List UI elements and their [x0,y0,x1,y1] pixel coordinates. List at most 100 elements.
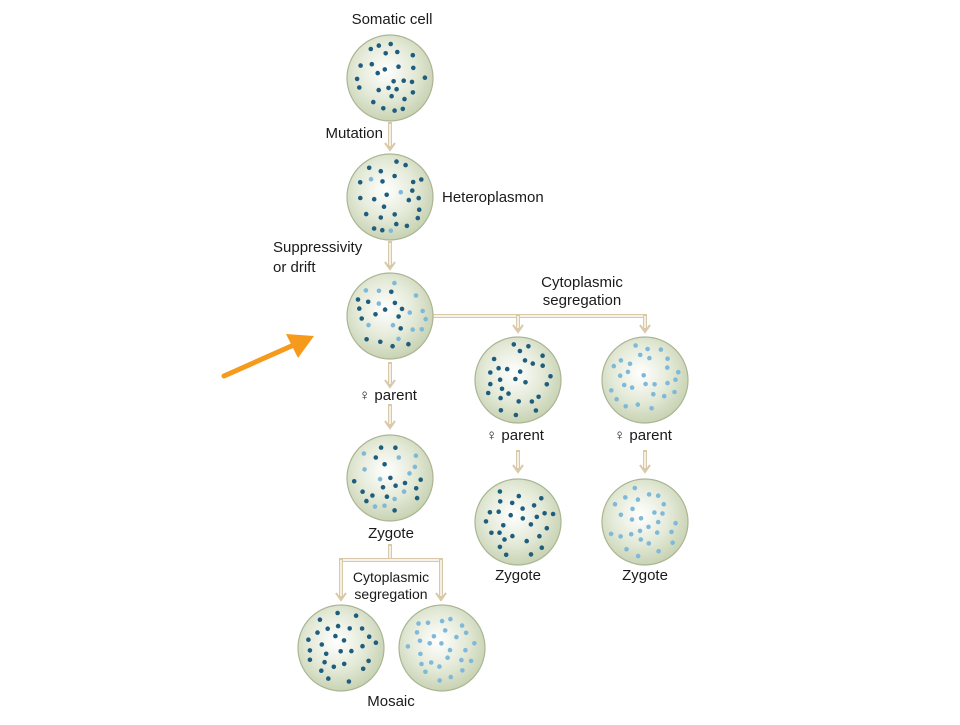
mitochondrion-dot [319,668,324,673]
mitochondrion-dot [418,651,423,657]
mitochondrion-dot [322,659,327,665]
mitochondrion-dot [354,76,360,82]
mitochondrion-dot [497,499,503,504]
mitochondrion-dot [414,495,420,501]
mitochondrion-dot [491,356,497,362]
mitochondrion-dot [384,192,390,198]
mitochondrion-dot [526,344,531,349]
mitochondrion-dot [355,297,361,302]
mitochondrion-dot [503,552,509,558]
mitochondrion-dot [499,386,505,392]
mitochondrion-dot [381,106,386,111]
mitochondrion-dot [418,477,424,483]
mitochondrion-dot [392,300,398,306]
mitochondrion-dot [382,503,387,509]
mitochondrion-dot [635,553,641,559]
mitochondrion-dot [394,221,399,227]
mitochondrion-dot [539,545,545,550]
mitochondrion-dot [419,177,424,182]
mitochondrion-dot [483,519,489,524]
mitochondrion-dot [618,512,624,518]
mitochondrion-dot [419,661,424,667]
mitochondrion-dot [406,197,412,203]
mitochondrion-dot [361,451,367,456]
mitochondrion-dot [506,391,511,396]
mitochondrion-dot [394,86,399,92]
mitochondrion-dot [409,79,415,85]
mitochondrion-dot [672,389,677,395]
label-suppressivity: Suppressivity [273,239,363,256]
drift-cell [346,272,434,360]
mitochondrion-dot [609,388,614,393]
mitochondrion-dot [347,626,353,631]
mitochondrion-dot [399,306,405,312]
mitochondrion-dot [413,486,419,491]
mitochondrion-dot [416,621,421,626]
mitochondrion-dot [485,390,491,396]
mitochondrion-dot [670,540,675,545]
mitochondrion-dot [380,227,385,233]
mitochondrion-dot [624,546,629,552]
mitochondrion-dot [497,377,503,383]
mitochondrion-dot [550,511,556,517]
somatic-cell [346,34,434,122]
mitochondrion-dot [658,347,664,352]
mitochondrion-dot [357,85,362,90]
mitochondrion-dot [618,534,623,539]
label-somatic-cell: Somatic cell [352,11,433,28]
label-parent-mid: ♀ parent [486,427,545,444]
mitochondrion-dot [628,531,634,537]
mitochondrion-dot [661,501,667,507]
mitochondrion-dot [412,464,418,470]
mitochondrion-dot [673,377,678,383]
mitochondrion-dot [396,64,401,69]
mitochondrion-dot [517,369,523,374]
label-zygote-mid: Zygote [495,567,541,584]
mitochondrion-dot [621,382,627,388]
mitochondrion-dot [373,455,379,460]
label-mutation: Mutation [325,125,383,142]
mitochondrion-dot [402,480,408,486]
arrowhead-right-zygote [639,464,651,474]
mitochondrion-dot [388,228,394,233]
mitochondrion-dot [410,90,416,95]
mitochondrion-dot [349,648,354,654]
mitochondrion-dot [325,626,331,631]
mitochondrion-dot [307,648,313,653]
mitochondrion-dot [357,180,363,185]
mitochondrion-dot [381,204,387,209]
mitochondrion-dot [643,381,648,387]
mitochondrion-dot [498,408,504,413]
mitochondrion-dot [534,514,540,520]
mitochondrion-dot [629,385,635,390]
mitochondria-dots [306,41,681,684]
mitochondrion-dot [497,530,502,535]
mitochondrion-dot [392,508,397,513]
mitochondrion-dot [373,640,379,645]
mitochondrion-dot [366,634,372,639]
mitochondrion-dot [377,476,383,482]
mitochondrion-dot [392,212,398,217]
mitochondrion-dot [416,195,422,201]
mitochondrion-dot [398,326,404,331]
mitochondrion-dot [395,49,400,55]
mitochondrion-dot [416,207,422,212]
mitochondrion-dot [413,293,419,298]
mitochondrion-dot [366,658,371,664]
mitochondrion-dot [496,365,501,371]
mitochondrion-dot [501,523,506,528]
mitochondrion-dot [428,660,434,665]
mitochondrion-dot [645,346,650,352]
mitochondrion-dot [384,494,390,500]
mitochondrion-dot [326,676,331,681]
mitochondrion-dot [630,506,635,512]
mitochondrion-dot [307,657,313,663]
mitochondrion-dot [357,306,362,311]
mitochondrion-dot [497,544,503,550]
mitochondrion-dot [468,658,474,664]
mitochondrion-dot [351,479,357,484]
mitochondrion-dot [508,512,513,518]
mitochondrion-dot [614,396,619,402]
mitochondrion-dot [378,215,384,220]
